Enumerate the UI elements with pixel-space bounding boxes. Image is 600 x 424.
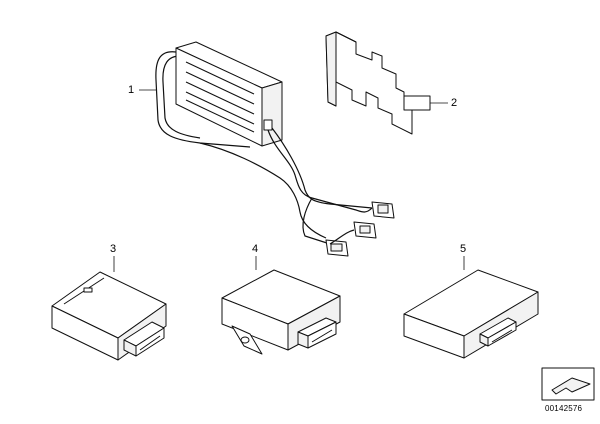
- callout-label-3: 3: [110, 243, 117, 255]
- part-1-control-unit-with-harness[interactable]: [155, 41, 395, 257]
- part-5-control-module[interactable]: [403, 269, 539, 359]
- connector-plug-b: [353, 221, 377, 239]
- callout-label-1: 1: [128, 84, 135, 96]
- page-arrow-icon[interactable]: [541, 367, 595, 401]
- connector-plug-c: [325, 239, 349, 257]
- callout-label-4: 4: [252, 243, 259, 255]
- part-3-control-module[interactable]: [51, 271, 167, 361]
- part-4-control-module-with-tab[interactable]: [221, 269, 341, 355]
- connector-plug-a: [371, 201, 395, 219]
- part-2-mounting-bracket[interactable]: [325, 31, 431, 135]
- callout-label-2: 2: [451, 97, 458, 109]
- callout-label-5: 5: [460, 243, 467, 255]
- document-number: 00142576: [545, 404, 583, 413]
